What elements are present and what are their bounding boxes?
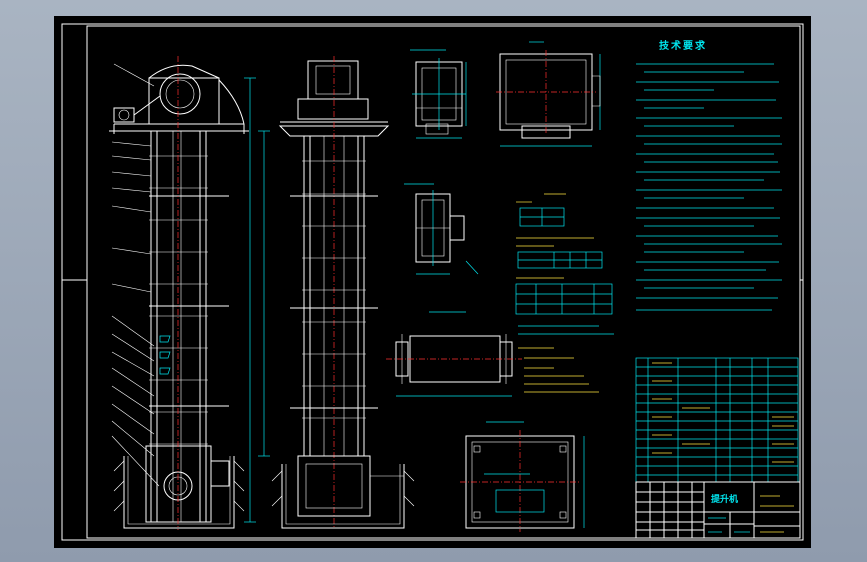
side-elevation-view[interactable]	[271, 56, 415, 529]
lower-notes-block	[518, 325, 614, 393]
technical-requirements-title: 技术要求	[659, 39, 707, 52]
front-elevation-view[interactable]	[109, 56, 270, 530]
detail-view-top-middle[interactable]	[496, 41, 601, 147]
cad-drawing-canvas[interactable]: 技术要求	[54, 16, 811, 548]
parameter-tables[interactable]	[515, 193, 613, 315]
title-block[interactable]: 提升机	[635, 481, 801, 539]
title-block-drawing-name: 提升机	[711, 493, 738, 505]
drawing-sheet[interactable]: 技术要求	[54, 16, 811, 548]
detail-view-section[interactable]	[404, 183, 479, 275]
sheet-outer-border	[61, 23, 804, 541]
pulley-detail-view[interactable]	[386, 311, 522, 397]
technical-requirements-block: 技术要求	[636, 39, 782, 311]
sheet-inner-frame	[86, 25, 801, 539]
detail-view-top-left[interactable]	[410, 49, 467, 139]
bill-of-materials-table[interactable]	[635, 357, 799, 483]
foundation-plan-view[interactable]	[460, 421, 585, 532]
